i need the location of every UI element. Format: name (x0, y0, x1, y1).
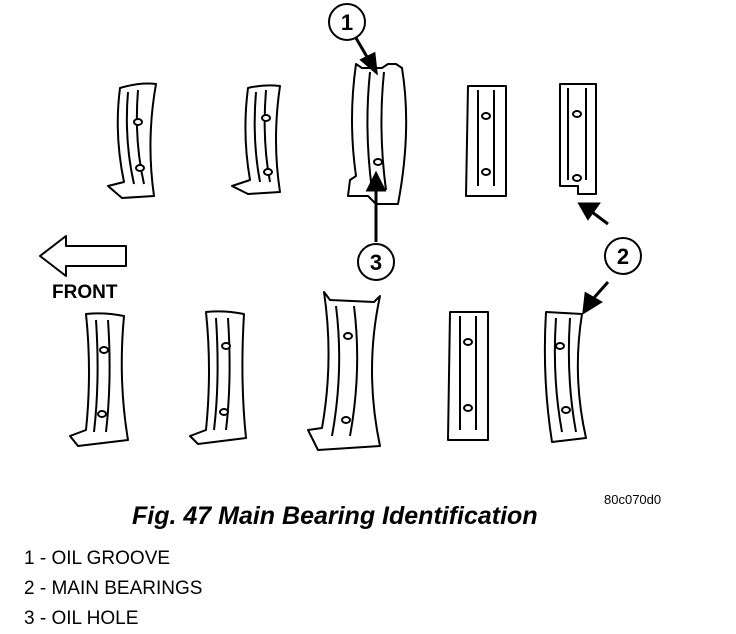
callout-circle-3 (357, 243, 395, 281)
bearing-shell-bottom-1 (69, 312, 129, 447)
callout-1-label: 1 (341, 10, 353, 35)
leader-arrow-3 (365, 170, 387, 242)
callout-circle-1 (328, 3, 366, 41)
leader-arrow-2-bottom (582, 281, 610, 315)
front-label: FRONT (52, 282, 118, 303)
callout-3-label: 3 (370, 250, 382, 275)
bearing-shell-bottom-2 (189, 310, 247, 445)
legend-item-oil-hole: 3 - OIL HOLE (24, 608, 139, 629)
figure-caption: Fig. 47 Main Bearing Identification (132, 502, 538, 530)
legend-item-oil-groove: 1 - OIL GROOVE (24, 548, 171, 569)
bearing-shell-top-4 (465, 85, 507, 197)
legend-item-main-bearings: 2 - MAIN BEARINGS (24, 578, 203, 599)
legend: 1 - OIL GROOVE 2 - MAIN BEARINGS 3 - OIL… (24, 544, 202, 634)
bearing-shell-bottom-3 (307, 291, 381, 451)
figure-code: 80c070d0 (604, 492, 662, 507)
bearing-shell-bottom-4 (447, 311, 489, 441)
callout-2-label: 2 (617, 244, 629, 269)
bearing-shell-bottom-5 (543, 311, 587, 443)
leader-arrow-2-top (577, 202, 609, 226)
callout-circle-2 (604, 237, 642, 275)
bearing-shell-top-5 (559, 83, 597, 195)
front-arrow-icon (39, 235, 127, 277)
bearing-diagram: 1 3 2 (39, 3, 642, 451)
bearing-shell-top-1 (107, 82, 157, 199)
leader-arrow-1 (354, 37, 378, 76)
bearing-shell-top-2 (231, 84, 281, 195)
bearing-shell-top-3 (347, 63, 408, 205)
